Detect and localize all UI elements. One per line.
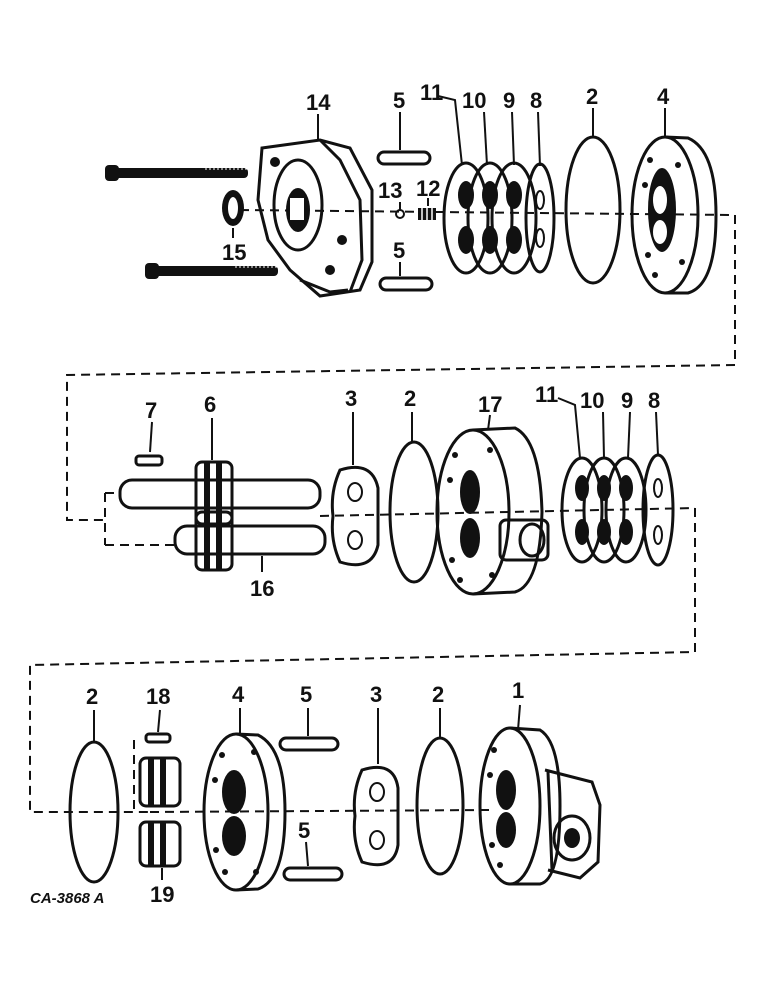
- leader-10: [483, 111, 488, 166]
- callout-16: 16: [250, 576, 274, 601]
- ball-13: [395, 209, 405, 219]
- callout-5-top: 5: [393, 88, 405, 113]
- center-body-17: [435, 426, 550, 596]
- key-18: [144, 732, 172, 744]
- key-7: [134, 454, 164, 467]
- leader-1: [517, 704, 521, 731]
- callout-5-row3-bottom: 5: [298, 818, 310, 843]
- callout-2-row3-right: 2: [432, 682, 444, 707]
- seal-3-row2: [330, 465, 380, 567]
- leader-9-row2: [627, 411, 631, 459]
- callout-4-row1: 4: [657, 84, 670, 109]
- seal-3-row3: [352, 765, 400, 867]
- callout-9-row2: 9: [621, 388, 633, 413]
- callout-11-row1: 11: [420, 80, 443, 105]
- row2-assembly: 7 6 3 2 17 11 10 9 8 16: [104, 382, 696, 601]
- leader-17: [487, 414, 491, 431]
- callout-6: 6: [204, 392, 216, 417]
- dowel-pin-5-row3-lower: [282, 866, 344, 882]
- callout-1: 1: [512, 678, 524, 703]
- o-ring-2-row2: [388, 440, 440, 584]
- callout-9-row1: 9: [503, 88, 515, 113]
- callout-4-row3: 4: [232, 682, 245, 707]
- callout-17: 17: [478, 392, 502, 417]
- bolt-upper: [105, 165, 248, 181]
- o-ring-2-row1: [564, 135, 622, 285]
- row3-centerline: [149, 809, 491, 813]
- leader-11: [437, 95, 463, 166]
- spring-12: [418, 208, 436, 220]
- dowel-pin-5-row3-upper: [278, 736, 340, 752]
- callout-10-row2: 10: [580, 388, 604, 413]
- callout-11-row2: 11: [535, 382, 558, 407]
- leader-18: [157, 709, 161, 733]
- row1-assembly: 14 5 11 10 9 8 2 4 13 12 15 5: [105, 80, 736, 298]
- driven-gear-shaft-16: [105, 510, 327, 572]
- drive-gear-shaft-6: [104, 460, 322, 545]
- callout-2-row1: 2: [586, 84, 598, 109]
- callout-3-row3: 3: [370, 682, 382, 707]
- callout-8-row1: 8: [530, 88, 542, 113]
- leader-9: [511, 111, 515, 166]
- body-4-row1: [630, 135, 718, 295]
- figure-code: CA-3868 A: [30, 890, 104, 907]
- callout-7: 7: [145, 398, 157, 423]
- callout-10-row1: 10: [462, 88, 486, 113]
- cover-14: [256, 138, 374, 298]
- leader-10-row2: [602, 411, 605, 459]
- callout-2-row3-left: 2: [86, 684, 98, 709]
- callout-15: 15: [222, 240, 246, 265]
- leader-11-row2: [557, 397, 581, 459]
- gerotor-plates-11-10-9-row2: [560, 456, 648, 564]
- dowel-pin-5-lower: [378, 276, 434, 292]
- callout-2-row2: 2: [404, 386, 416, 411]
- callout-14: 14: [306, 90, 331, 115]
- dowel-pin-5-upper: [376, 150, 432, 166]
- callout-3-row2: 3: [345, 386, 357, 411]
- leader-8-row2: [655, 411, 659, 456]
- connector-row1-row2: [66, 215, 736, 521]
- end-cover-1: [478, 726, 602, 886]
- row3-assembly: 2 18 4 5 3 2 1 5 19: [68, 678, 602, 907]
- callout-19: 19: [150, 882, 174, 907]
- leader-5-row3-bottom: [305, 841, 309, 867]
- gear-coupling-19: [133, 740, 182, 868]
- callout-12: 12: [416, 176, 440, 201]
- wear-plate-8: [524, 162, 556, 274]
- leader-8: [537, 111, 541, 167]
- seal-15: [222, 190, 244, 226]
- o-ring-2-row3-right: [415, 736, 465, 876]
- callout-13: 13: [378, 178, 402, 203]
- leader-7: [149, 421, 153, 453]
- callout-8-row2: 8: [648, 388, 660, 413]
- connector-row2-row3: [29, 508, 696, 813]
- callout-5-row3-top: 5: [300, 682, 312, 707]
- callout-5-bottom: 5: [393, 238, 405, 263]
- gerotor-plates-11-10-9: [442, 161, 538, 275]
- body-4-row3: [202, 732, 287, 892]
- callout-18: 18: [146, 684, 170, 709]
- bolt-lower: [145, 263, 278, 279]
